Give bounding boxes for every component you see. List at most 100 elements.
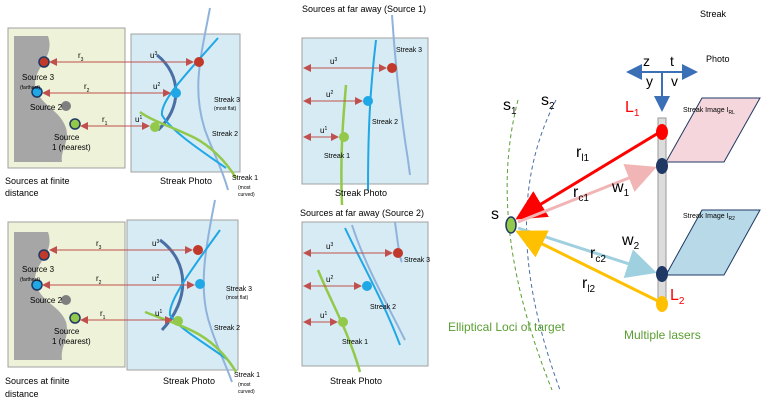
source-1-sub-b: 1 (nearest)	[52, 337, 91, 346]
mid-b-streak-1-label: Streak 1	[342, 339, 368, 346]
r-c1-label: rc1	[573, 184, 589, 204]
source-3-dot-b	[38, 249, 50, 261]
u-label-3-b: u3	[152, 239, 159, 248]
streak-2-curve	[160, 37, 227, 169]
source-surface-top	[14, 36, 67, 162]
streak-image-2-plate	[665, 209, 761, 276]
multiple-lasers-label: Multiple lasers	[624, 328, 701, 342]
mid-streak-2-label: Streak 2	[372, 119, 398, 126]
caption-streak-photo-b: Streak Photo	[163, 376, 215, 386]
target-label: s	[491, 206, 499, 223]
mid-b-streak-3	[351, 224, 406, 341]
streak-3-curve-b	[202, 199, 233, 383]
u-label-3: u3	[150, 51, 157, 60]
caption-left-2: distance	[5, 188, 39, 198]
r-l2-label: rl2	[582, 275, 596, 295]
locus-s2-curve	[526, 99, 561, 391]
middle-top-panel: Sources at far away (Source 1) u3 u2 u1 …	[301, 4, 429, 206]
u-label-1-b: u1	[155, 309, 162, 318]
mid-b-streak-3b	[344, 227, 401, 346]
source-2-label-b: Source 2	[30, 296, 63, 305]
axis-v-label: v	[671, 73, 678, 89]
mid-caption: Streak Photo	[335, 188, 387, 198]
streak-3-label-b: Streak 3	[226, 286, 252, 293]
source-3-label-b: Source 3	[22, 265, 55, 274]
source-1-label-b: Source	[54, 327, 80, 336]
axis-y-label: y	[646, 73, 653, 89]
w1-label: w1	[611, 179, 630, 199]
laser-2-dot	[656, 296, 668, 312]
range-label-1: r1	[102, 115, 108, 127]
range-label-3: r3	[78, 51, 84, 63]
source-1-dot	[69, 118, 81, 130]
sensor-1-dot	[656, 158, 668, 174]
middle-top-title: Sources at far away (Source 1)	[302, 4, 426, 14]
streak-photo-label-2: Photo	[706, 54, 730, 64]
streak-dot-red	[194, 57, 204, 67]
ray-r-l1	[515, 130, 661, 220]
range-label-3-b: r3	[96, 239, 102, 251]
streak-1-label-b: Streak 1	[234, 372, 260, 379]
mid-streak-1-label: Streak 1	[324, 153, 350, 160]
streak-2-label-b: Streak 2	[214, 325, 240, 332]
source-3-sub-b: (farthest)	[20, 277, 40, 283]
middle-bottom-photo	[301, 221, 429, 367]
mid-dot-blue	[363, 96, 373, 106]
streak-2-label: Streak 2	[212, 131, 238, 138]
mid-b-u2: u2	[326, 275, 333, 284]
source-3-sub: (farthest)	[20, 85, 40, 91]
mid-b-dot-red	[393, 248, 403, 258]
left-top-panel: r3 r2 r1 u3 u2 u1 Source 3 (farthest) So…	[5, 7, 258, 198]
streak-1-curve	[139, 110, 238, 179]
u-label-2: u2	[153, 82, 160, 91]
mid-b-caption: Streak Photo	[330, 376, 382, 386]
mid-b-streak-1	[316, 269, 362, 373]
u-label-2-b: u2	[152, 274, 159, 283]
mid-u1: u1	[320, 126, 327, 135]
axis-z-label: z	[643, 53, 650, 69]
streak-1-sub1: (most	[238, 185, 251, 191]
mid-b-dot-blue	[362, 281, 372, 291]
streak-1-label: Streak 1	[232, 175, 258, 182]
source-1-dot-b	[69, 312, 81, 324]
laser-1-dot	[656, 124, 668, 140]
streak-3-label: Streak 3	[214, 97, 240, 104]
ray-r-l2	[515, 230, 661, 304]
mid-streak-3-label: Streak 3	[396, 47, 422, 54]
streak-dot-red-b	[193, 245, 203, 255]
middle-bottom-panel: Sources at far away (Source 2) u3 u2 u1 …	[300, 208, 430, 386]
locus-s1-curve	[506, 99, 553, 391]
source-1-label: Source	[54, 133, 80, 142]
source-2-label: Source 2	[30, 103, 63, 112]
ray-r-c1	[517, 164, 657, 224]
laser-2-label: L2	[670, 287, 685, 307]
source-3-label: Source 3	[22, 73, 55, 82]
mid-dot-red	[387, 63, 397, 73]
w2-label: w2	[621, 232, 640, 252]
r-c2-label: rc2	[590, 245, 606, 265]
right-diagram: Streak Photo z t y v Streak Image IRL St…	[448, 9, 761, 391]
streak-image-1-plate	[665, 97, 761, 163]
streak-dot-blue-b	[195, 279, 205, 289]
mid-b-streak-2-label: Streak 2	[370, 304, 396, 311]
range-label-1-b: r1	[100, 309, 106, 321]
elliptical-loci-label: Elliptical Loci of target	[448, 320, 565, 334]
s2-label: s2	[541, 92, 555, 112]
source-1-sub: 1 (nearest)	[52, 143, 91, 152]
range-label-2: r2	[84, 82, 90, 94]
streak-dot-green	[150, 122, 160, 132]
streak-1-sub1-b: (most	[238, 382, 251, 388]
streak-1-sub2-b: curved)	[238, 389, 255, 395]
streak-3-sub: (most flat)	[214, 106, 237, 112]
mid-u3: u3	[330, 57, 337, 66]
streak-dot-green-b	[173, 316, 183, 326]
mid-b-streak-3-label: Streak 3	[404, 257, 430, 264]
range-label-2-b: r2	[96, 274, 102, 286]
caption-left-1: Sources at finite	[5, 176, 70, 186]
streak-photo-label-1: Streak	[700, 9, 727, 19]
source-3-dot	[38, 56, 50, 68]
mid-b-u3: u3	[326, 242, 333, 251]
streak-image-2-label: Streak Image IR2	[683, 213, 735, 222]
mid-streak-2	[367, 39, 377, 191]
